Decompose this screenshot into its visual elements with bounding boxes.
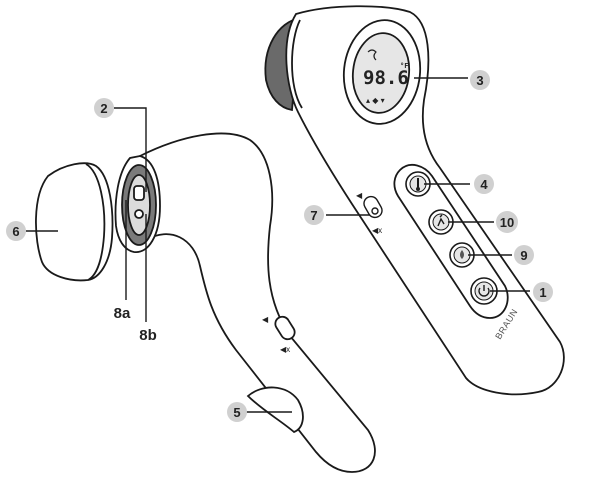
callout-6: 6 <box>6 221 26 241</box>
svg-text:9: 9 <box>520 248 527 263</box>
lcd-screen <box>351 32 411 114</box>
side-speaker-icon: ◀ <box>262 315 269 324</box>
svg-text:7: 7 <box>310 208 317 223</box>
probe-sensor-8b <box>134 209 144 219</box>
button-10[interactable] <box>428 209 454 235</box>
svg-text:2: 2 <box>100 101 107 116</box>
svg-text:8b: 8b <box>139 327 157 344</box>
button-1[interactable] <box>470 277 498 305</box>
lcd-mode-icons: ▴ ◆ ▾ <box>366 96 385 105</box>
callout-5: 5 <box>227 402 247 422</box>
side-body <box>139 132 376 473</box>
cap-body <box>35 162 114 282</box>
callout-8b: 8b <box>139 327 157 344</box>
svg-text:3: 3 <box>476 73 483 88</box>
svg-text:8a: 8a <box>114 305 131 322</box>
callout-7: 7 <box>304 205 324 225</box>
svg-text:5: 5 <box>233 405 240 420</box>
button-4[interactable] <box>405 171 431 197</box>
leader-lines <box>26 77 530 413</box>
head-curve <box>291 19 303 109</box>
callout-1: 1 <box>533 282 553 302</box>
callout-8a: 8a <box>114 305 131 322</box>
power-icon <box>478 285 490 297</box>
svg-text:1: 1 <box>539 285 546 300</box>
svg-text:10: 10 <box>500 215 514 230</box>
thermometer-front-view <box>264 5 565 396</box>
svg-text:4: 4 <box>480 177 488 192</box>
protective-cap <box>35 162 114 282</box>
probe-sensor-8a <box>133 185 145 201</box>
callout-3: 3 <box>470 70 490 90</box>
side-speaker-muted-icon: ◀x <box>280 345 290 354</box>
callout-4: 4 <box>474 174 494 194</box>
callout-10: 10 <box>496 211 518 233</box>
leader-2 <box>114 107 147 192</box>
lcd-top-glyph <box>367 49 377 61</box>
speaker-muted-icon: ◀x <box>372 226 382 235</box>
finger-grip <box>246 386 304 434</box>
drop-icon <box>460 250 464 259</box>
thermometer-side-view <box>114 132 376 473</box>
speaker-icon: ◀ <box>356 191 363 200</box>
lcd-reading: 98.6 <box>363 67 409 89</box>
side-switch[interactable] <box>273 314 298 342</box>
lcd-unit: °F <box>400 62 408 70</box>
running-person-icon <box>437 214 445 227</box>
svg-text:6: 6 <box>12 224 19 239</box>
callout-9: 9 <box>514 245 534 265</box>
lcd-content: 98.6 °F ▴ ◆ ▾ <box>363 49 409 105</box>
cap-rim <box>85 163 106 281</box>
front-switch[interactable] <box>361 194 384 220</box>
callout-2: 2 <box>94 98 114 118</box>
